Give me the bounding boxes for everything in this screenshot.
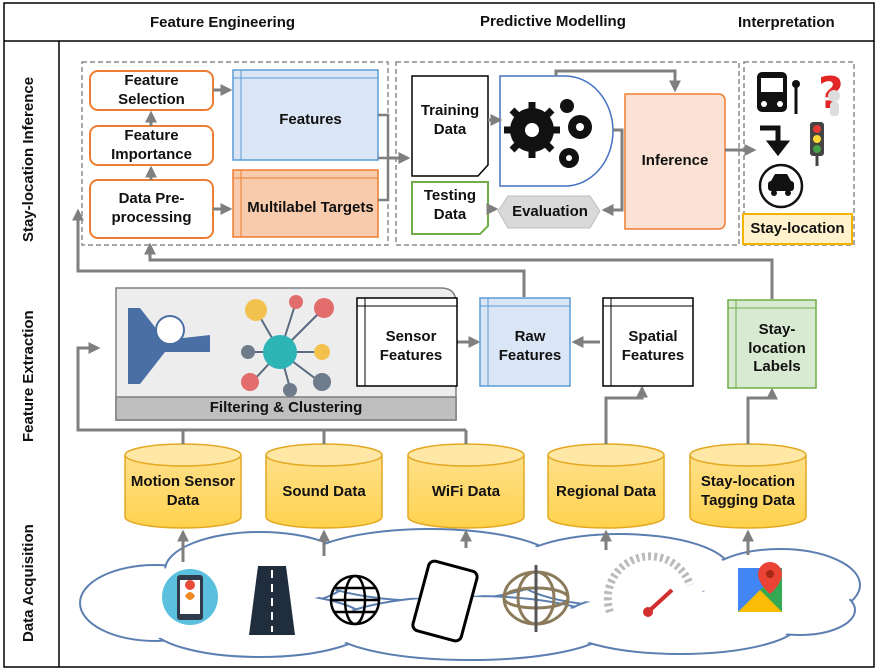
traffic-jam-icon xyxy=(758,163,804,209)
inference-box xyxy=(624,93,726,230)
row-label-data-acquisition: Data Acquisition xyxy=(20,524,37,642)
stay-location-labels-box xyxy=(727,299,817,389)
training-data-doc xyxy=(411,75,489,177)
globe-icon xyxy=(329,574,381,626)
map-pin-phone-icon xyxy=(162,569,218,625)
gyroscope-icon xyxy=(502,565,570,632)
question-person-icon: ? xyxy=(818,68,844,119)
fe-horizontal-arrows xyxy=(213,84,233,215)
google-maps-icon xyxy=(738,562,782,612)
gears-icon xyxy=(504,99,592,168)
predictive-modelling-group xyxy=(395,61,740,246)
regional-data-cylinder xyxy=(547,443,665,529)
testing-data-doc xyxy=(411,181,489,235)
motion-sensor-cylinder xyxy=(124,443,242,529)
features-box xyxy=(232,69,379,161)
row-label-feature-extraction: Feature Extraction xyxy=(20,310,37,442)
outer-frame xyxy=(3,2,875,668)
sound-data-cylinder xyxy=(265,443,383,529)
turn-arrow-icon xyxy=(760,125,791,157)
fe-merge-bracket xyxy=(378,113,390,202)
data-preprocessing-box xyxy=(89,179,214,239)
row-label-stay-location-inference: Stay-location Inference xyxy=(20,76,37,242)
traffic-light-icon xyxy=(810,122,824,166)
sensor-features-box xyxy=(356,297,458,387)
feature-engineering-group xyxy=(81,61,389,246)
header-predictive-modelling: Predictive Modelling xyxy=(480,13,626,30)
pm-arrows xyxy=(486,69,757,216)
tagging-data-cylinder xyxy=(689,443,807,529)
stay-location-result-box xyxy=(742,213,853,245)
evaluation-box xyxy=(497,195,601,229)
road-icon xyxy=(249,566,295,635)
gauge-icon xyxy=(603,552,694,617)
header-interpretation: Interpretation xyxy=(738,14,835,31)
wifi-data-cylinder xyxy=(407,443,525,529)
smartphone-icon xyxy=(411,559,479,643)
raw-features-box xyxy=(479,297,571,387)
spatial-features-box xyxy=(602,297,694,387)
data-source-cylinders xyxy=(124,443,807,529)
funnel-icon xyxy=(128,308,210,384)
header-feature-engineering: Feature Engineering xyxy=(150,14,296,31)
cluster-network-icon xyxy=(241,295,334,397)
source-bus-connectors xyxy=(72,208,778,444)
multilabel-targets-box xyxy=(232,169,379,238)
feature-selection-box xyxy=(89,70,214,111)
cloud-to-source-arrows xyxy=(177,529,754,562)
bus-stop-icon xyxy=(757,72,800,114)
feature-importance-box xyxy=(89,125,214,166)
